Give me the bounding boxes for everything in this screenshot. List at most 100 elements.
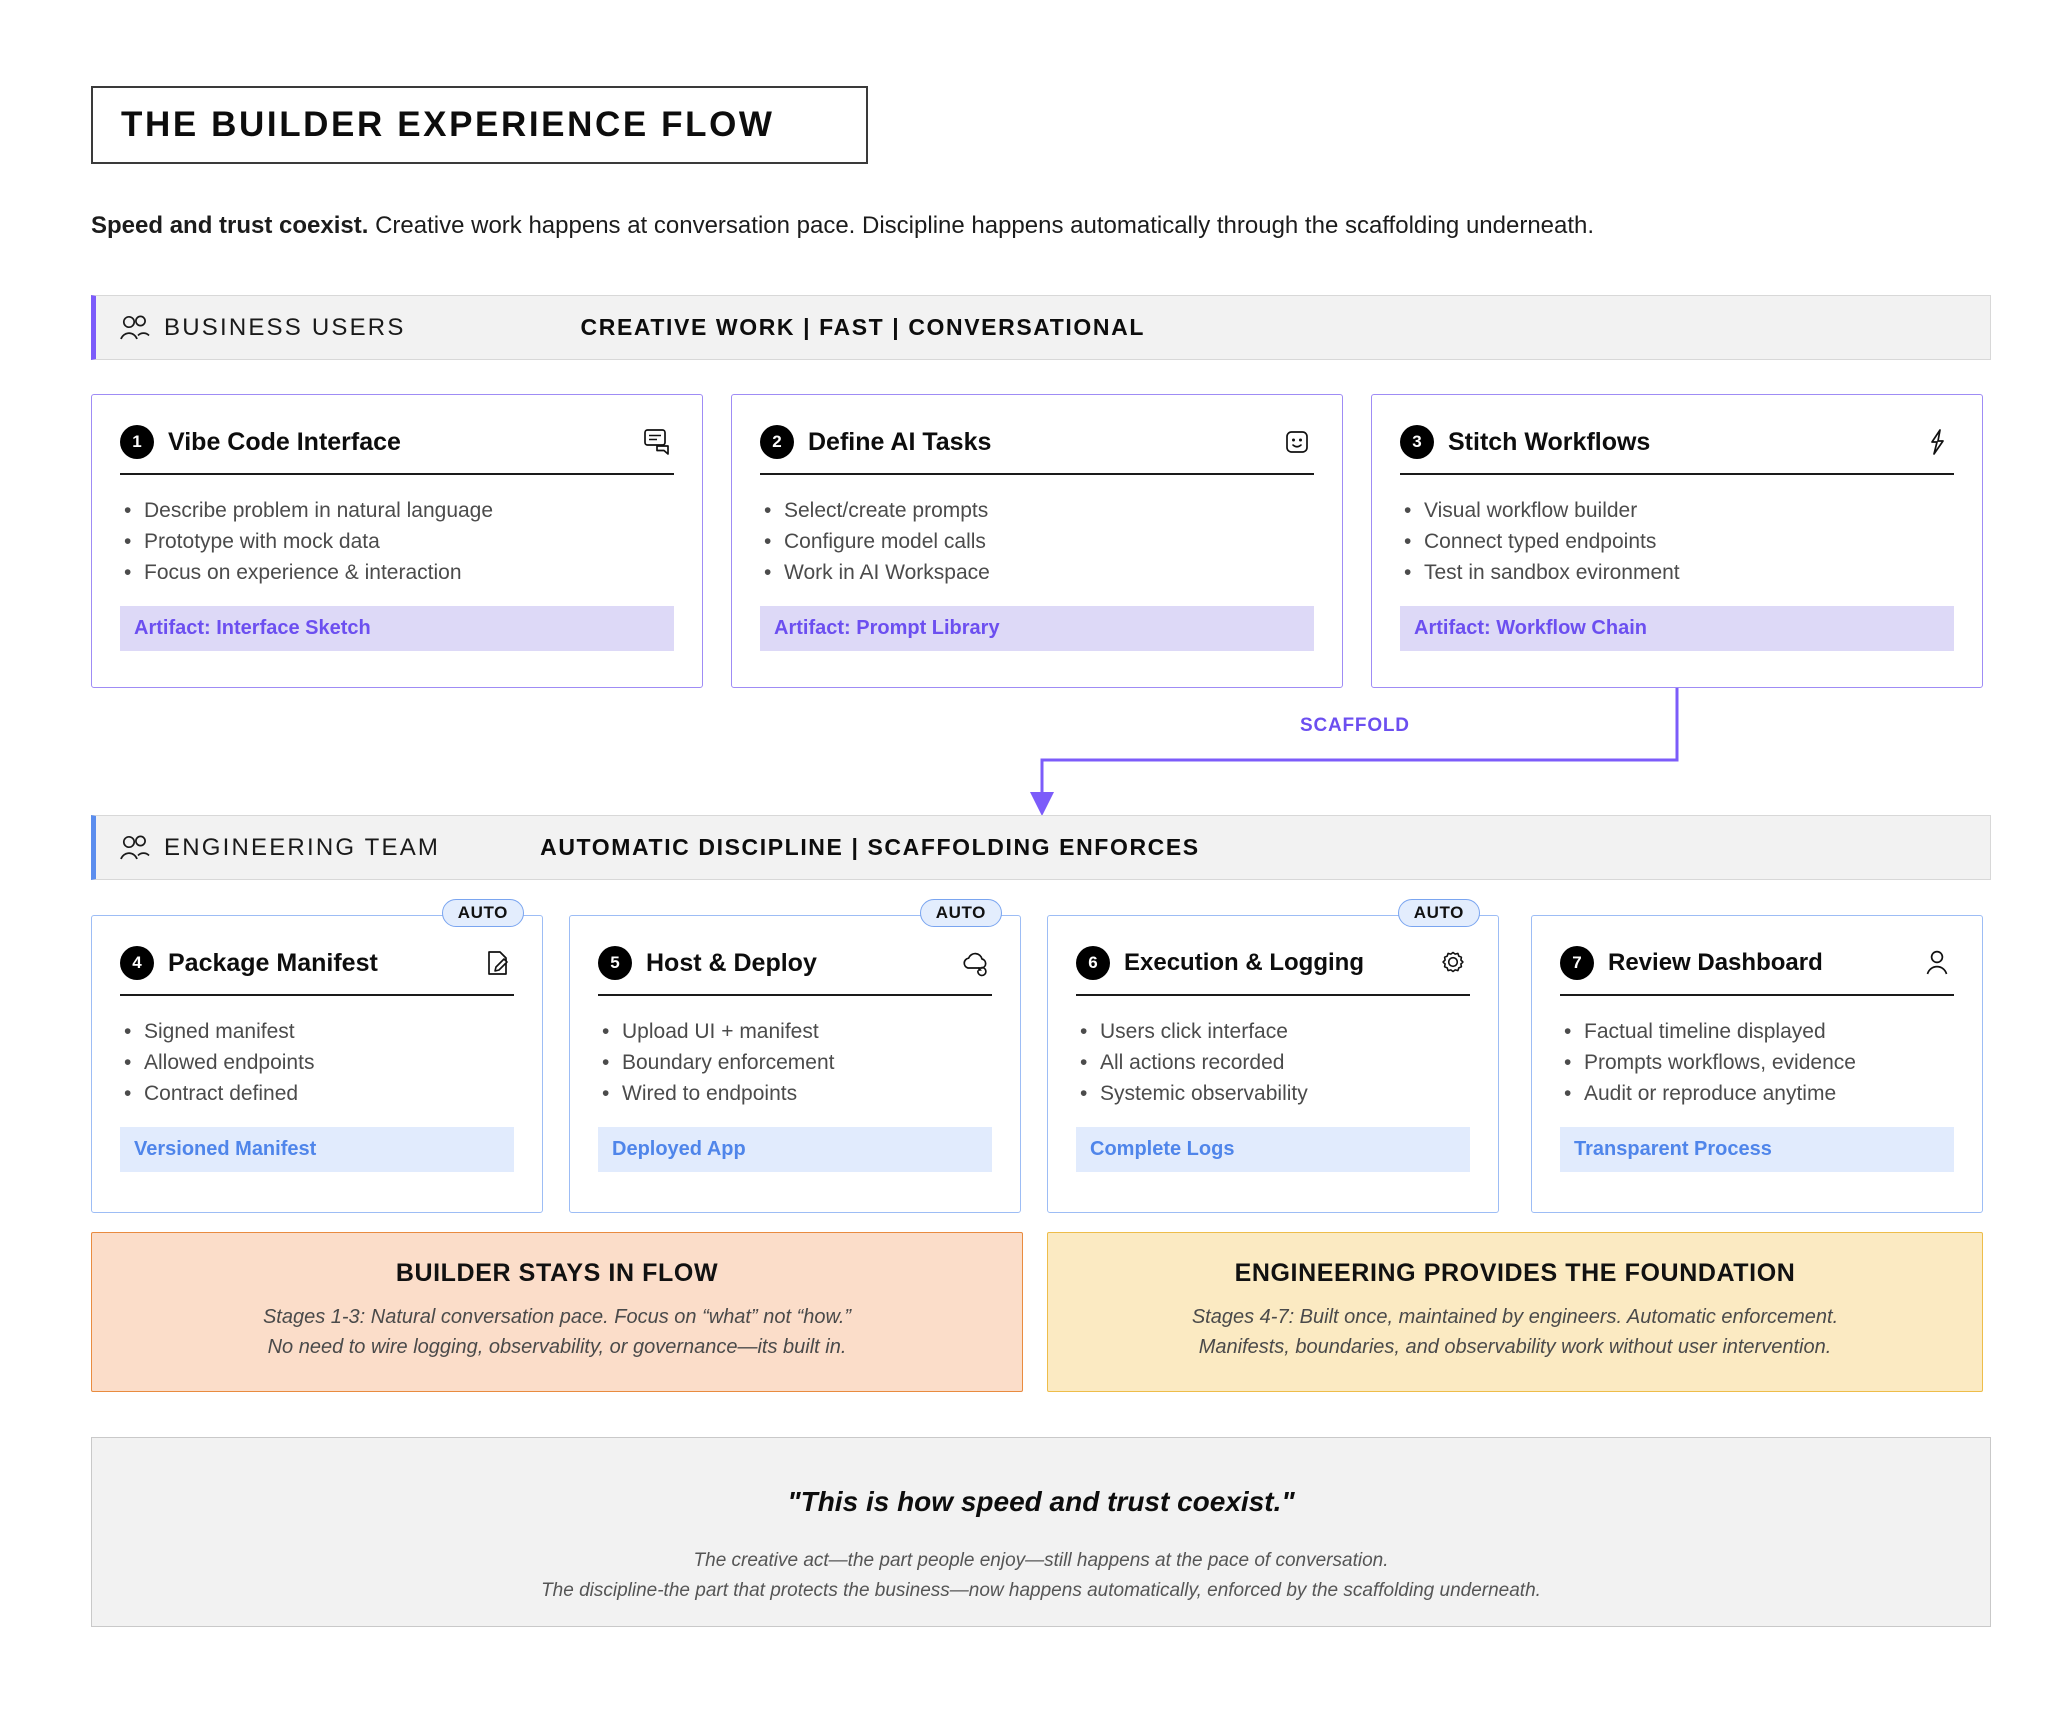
stage-title: Stitch Workflows	[1448, 427, 1651, 456]
artifact-badge: Artifact: Interface Sketch	[120, 606, 674, 651]
list-item: Visual workflow builder	[1400, 495, 1954, 526]
stage-bullet-list: Describe problem in natural language Pro…	[120, 495, 674, 588]
stage-number-badge: 1	[120, 425, 154, 459]
list-item: Users click interface	[1076, 1016, 1470, 1047]
page-title-box: THE BUILDER EXPERIENCE FLOW	[91, 86, 868, 164]
lightning-bolt-icon	[1920, 425, 1954, 459]
page-subtitle: Speed and trust coexist. Creative work h…	[91, 212, 1594, 240]
band-engineering-tagline: AUTOMATIC DISCIPLINE | SCAFFOLDING ENFOR…	[540, 834, 1200, 860]
artifact-badge: Complete Logs	[1076, 1127, 1470, 1172]
stage-bullet-list: Factual timeline displayed Prompts workf…	[1560, 1016, 1954, 1109]
stage-card-package-manifest[interactable]: AUTO 4 Package Manifest Signed manifest …	[91, 899, 543, 1213]
stage-card-review-dashboard[interactable]: 7 Review Dashboard Factual timeline disp…	[1531, 915, 1983, 1213]
closing-quote-panel: "This is how speed and trust coexist." T…	[91, 1437, 1991, 1627]
artifact-badge: Artifact: Prompt Library	[760, 606, 1314, 651]
stage-card-define-ai-tasks[interactable]: 2 Define AI Tasks Select/create prompts …	[731, 394, 1343, 688]
quote-headline: "This is how speed and trust coexist."	[787, 1486, 1295, 1517]
scaffold-connector	[1030, 688, 1679, 816]
summary-heading: ENGINEERING PROVIDES THE FOUNDATION	[1234, 1259, 1796, 1287]
scaffold-label: SCAFFOLD	[1300, 715, 1410, 736]
list-item: Contract defined	[120, 1078, 514, 1109]
stage-title: Host & Deploy	[646, 948, 817, 977]
list-item: Allowed endpoints	[120, 1047, 514, 1078]
smiley-face-icon	[1280, 425, 1314, 459]
stage-number-badge: 4	[120, 946, 154, 980]
stage-title: Define AI Tasks	[808, 427, 992, 456]
quote-line-2: The discipline-the part that protects th…	[541, 1580, 1541, 1601]
list-item: Describe problem in natural language	[120, 495, 674, 526]
stage-bullet-list: Signed manifest Allowed endpoints Contra…	[120, 1016, 514, 1109]
list-item: Focus on experience & interaction	[120, 557, 674, 588]
auto-badge: AUTO	[441, 899, 524, 927]
artifact-badge: Artifact: Workflow Chain	[1400, 606, 1954, 651]
summary-panel-engineering: ENGINEERING PROVIDES THE FOUNDATION Stag…	[1047, 1232, 1983, 1392]
divider	[1560, 994, 1954, 996]
stage-number-badge: 7	[1560, 946, 1594, 980]
stage-title: Package Manifest	[168, 948, 378, 977]
band-business-label: BUSINESS USERS	[164, 313, 406, 341]
stage-number-badge: 3	[1400, 425, 1434, 459]
list-item: Prompts workflows, evidence	[1560, 1047, 1954, 1078]
divider	[598, 994, 992, 996]
card-header: 4 Package Manifest	[120, 946, 514, 980]
artifact-badge: Versioned Manifest	[120, 1127, 514, 1172]
list-item: Test in sandbox evironment	[1400, 557, 1954, 588]
list-item: Wired to endpoints	[598, 1078, 992, 1109]
card-header: 1 Vibe Code Interface	[120, 425, 674, 459]
summary-panel-builder: BUILDER STAYS IN FLOW Stages 1-3: Natura…	[91, 1232, 1023, 1392]
stage-card-host-and-deploy[interactable]: AUTO 5 Host & Deploy Upload UI + manifes…	[569, 899, 1021, 1213]
divider	[120, 994, 514, 996]
stage-bullet-list: Visual workflow builder Connect typed en…	[1400, 495, 1954, 588]
quote-line-1: The creative act—the part people enjoy—s…	[693, 1550, 1389, 1571]
stage-title: Vibe Code Interface	[168, 427, 401, 456]
chat-bubble-icon	[640, 425, 674, 459]
list-item: Factual timeline displayed	[1560, 1016, 1954, 1047]
list-item: Select/create prompts	[760, 495, 1314, 526]
list-item: Configure model calls	[760, 526, 1314, 557]
band-engineering-team: ENGINEERING TEAM AUTOMATIC DISCIPLINE | …	[91, 815, 1991, 880]
summary-body: Stages 4-7: Built once, maintained by en…	[1048, 1302, 1982, 1362]
summary-line-2: Manifests, boundaries, and observability…	[1198, 1336, 1832, 1358]
card-header: 5 Host & Deploy	[598, 946, 992, 980]
summary-line-2: No need to wire logging, observability, …	[267, 1336, 847, 1358]
stage-bullet-list: Select/create prompts Configure model ca…	[760, 495, 1314, 588]
band-business-users: BUSINESS USERS CREATIVE WORK | FAST | CO…	[91, 295, 1991, 360]
auto-badge: AUTO	[1397, 899, 1480, 927]
band-business-tagline: CREATIVE WORK | FAST | CONVERSATIONAL	[580, 314, 1145, 340]
list-item: Connect typed endpoints	[1400, 526, 1954, 557]
list-item: Upload UI + manifest	[598, 1016, 992, 1047]
summary-body: Stages 1-3: Natural conversation pace. F…	[92, 1302, 1022, 1362]
stage-title: Review Dashboard	[1608, 949, 1823, 976]
card-header: 2 Define AI Tasks	[760, 425, 1314, 459]
list-item: Signed manifest	[120, 1016, 514, 1047]
auto-badge: AUTO	[919, 899, 1002, 927]
document-edit-icon	[480, 946, 514, 980]
list-item: Audit or reproduce anytime	[1560, 1078, 1954, 1109]
subtitle-lead: Speed and trust coexist.	[91, 212, 369, 239]
users-icon	[118, 313, 152, 343]
stage-bullet-list: Users click interface All actions record…	[1076, 1016, 1470, 1109]
stage-number-badge: 6	[1076, 946, 1110, 980]
list-item: Prototype with mock data	[120, 526, 674, 557]
artifact-badge: Deployed App	[598, 1127, 992, 1172]
page-title: THE BUILDER EXPERIENCE FLOW	[121, 105, 775, 144]
card-header: 3 Stitch Workflows	[1400, 425, 1954, 459]
gear-icon	[1436, 946, 1470, 980]
stage-number-badge: 5	[598, 946, 632, 980]
card-header: 7 Review Dashboard	[1560, 946, 1954, 980]
stage-card-vibe-code-interface[interactable]: 1 Vibe Code Interface Describe problem i…	[91, 394, 703, 688]
cloud-sync-icon	[958, 946, 992, 980]
card-header: 6 Execution & Logging	[1076, 946, 1470, 980]
divider	[760, 473, 1314, 475]
subtitle-rest: Creative work happens at conversation pa…	[368, 212, 1595, 239]
stage-title: Execution & Logging	[1124, 949, 1364, 976]
list-item: Boundary enforcement	[598, 1047, 992, 1078]
list-item: All actions recorded	[1076, 1047, 1470, 1078]
users-icon	[118, 833, 152, 863]
stage-number-badge: 2	[760, 425, 794, 459]
stage-card-execution-and-logging[interactable]: AUTO 6 Execution & Logging Users click i…	[1047, 899, 1499, 1213]
stage-card-stitch-workflows[interactable]: 3 Stitch Workflows Visual workflow build…	[1371, 394, 1983, 688]
divider	[1076, 994, 1470, 996]
person-icon	[1920, 946, 1954, 980]
